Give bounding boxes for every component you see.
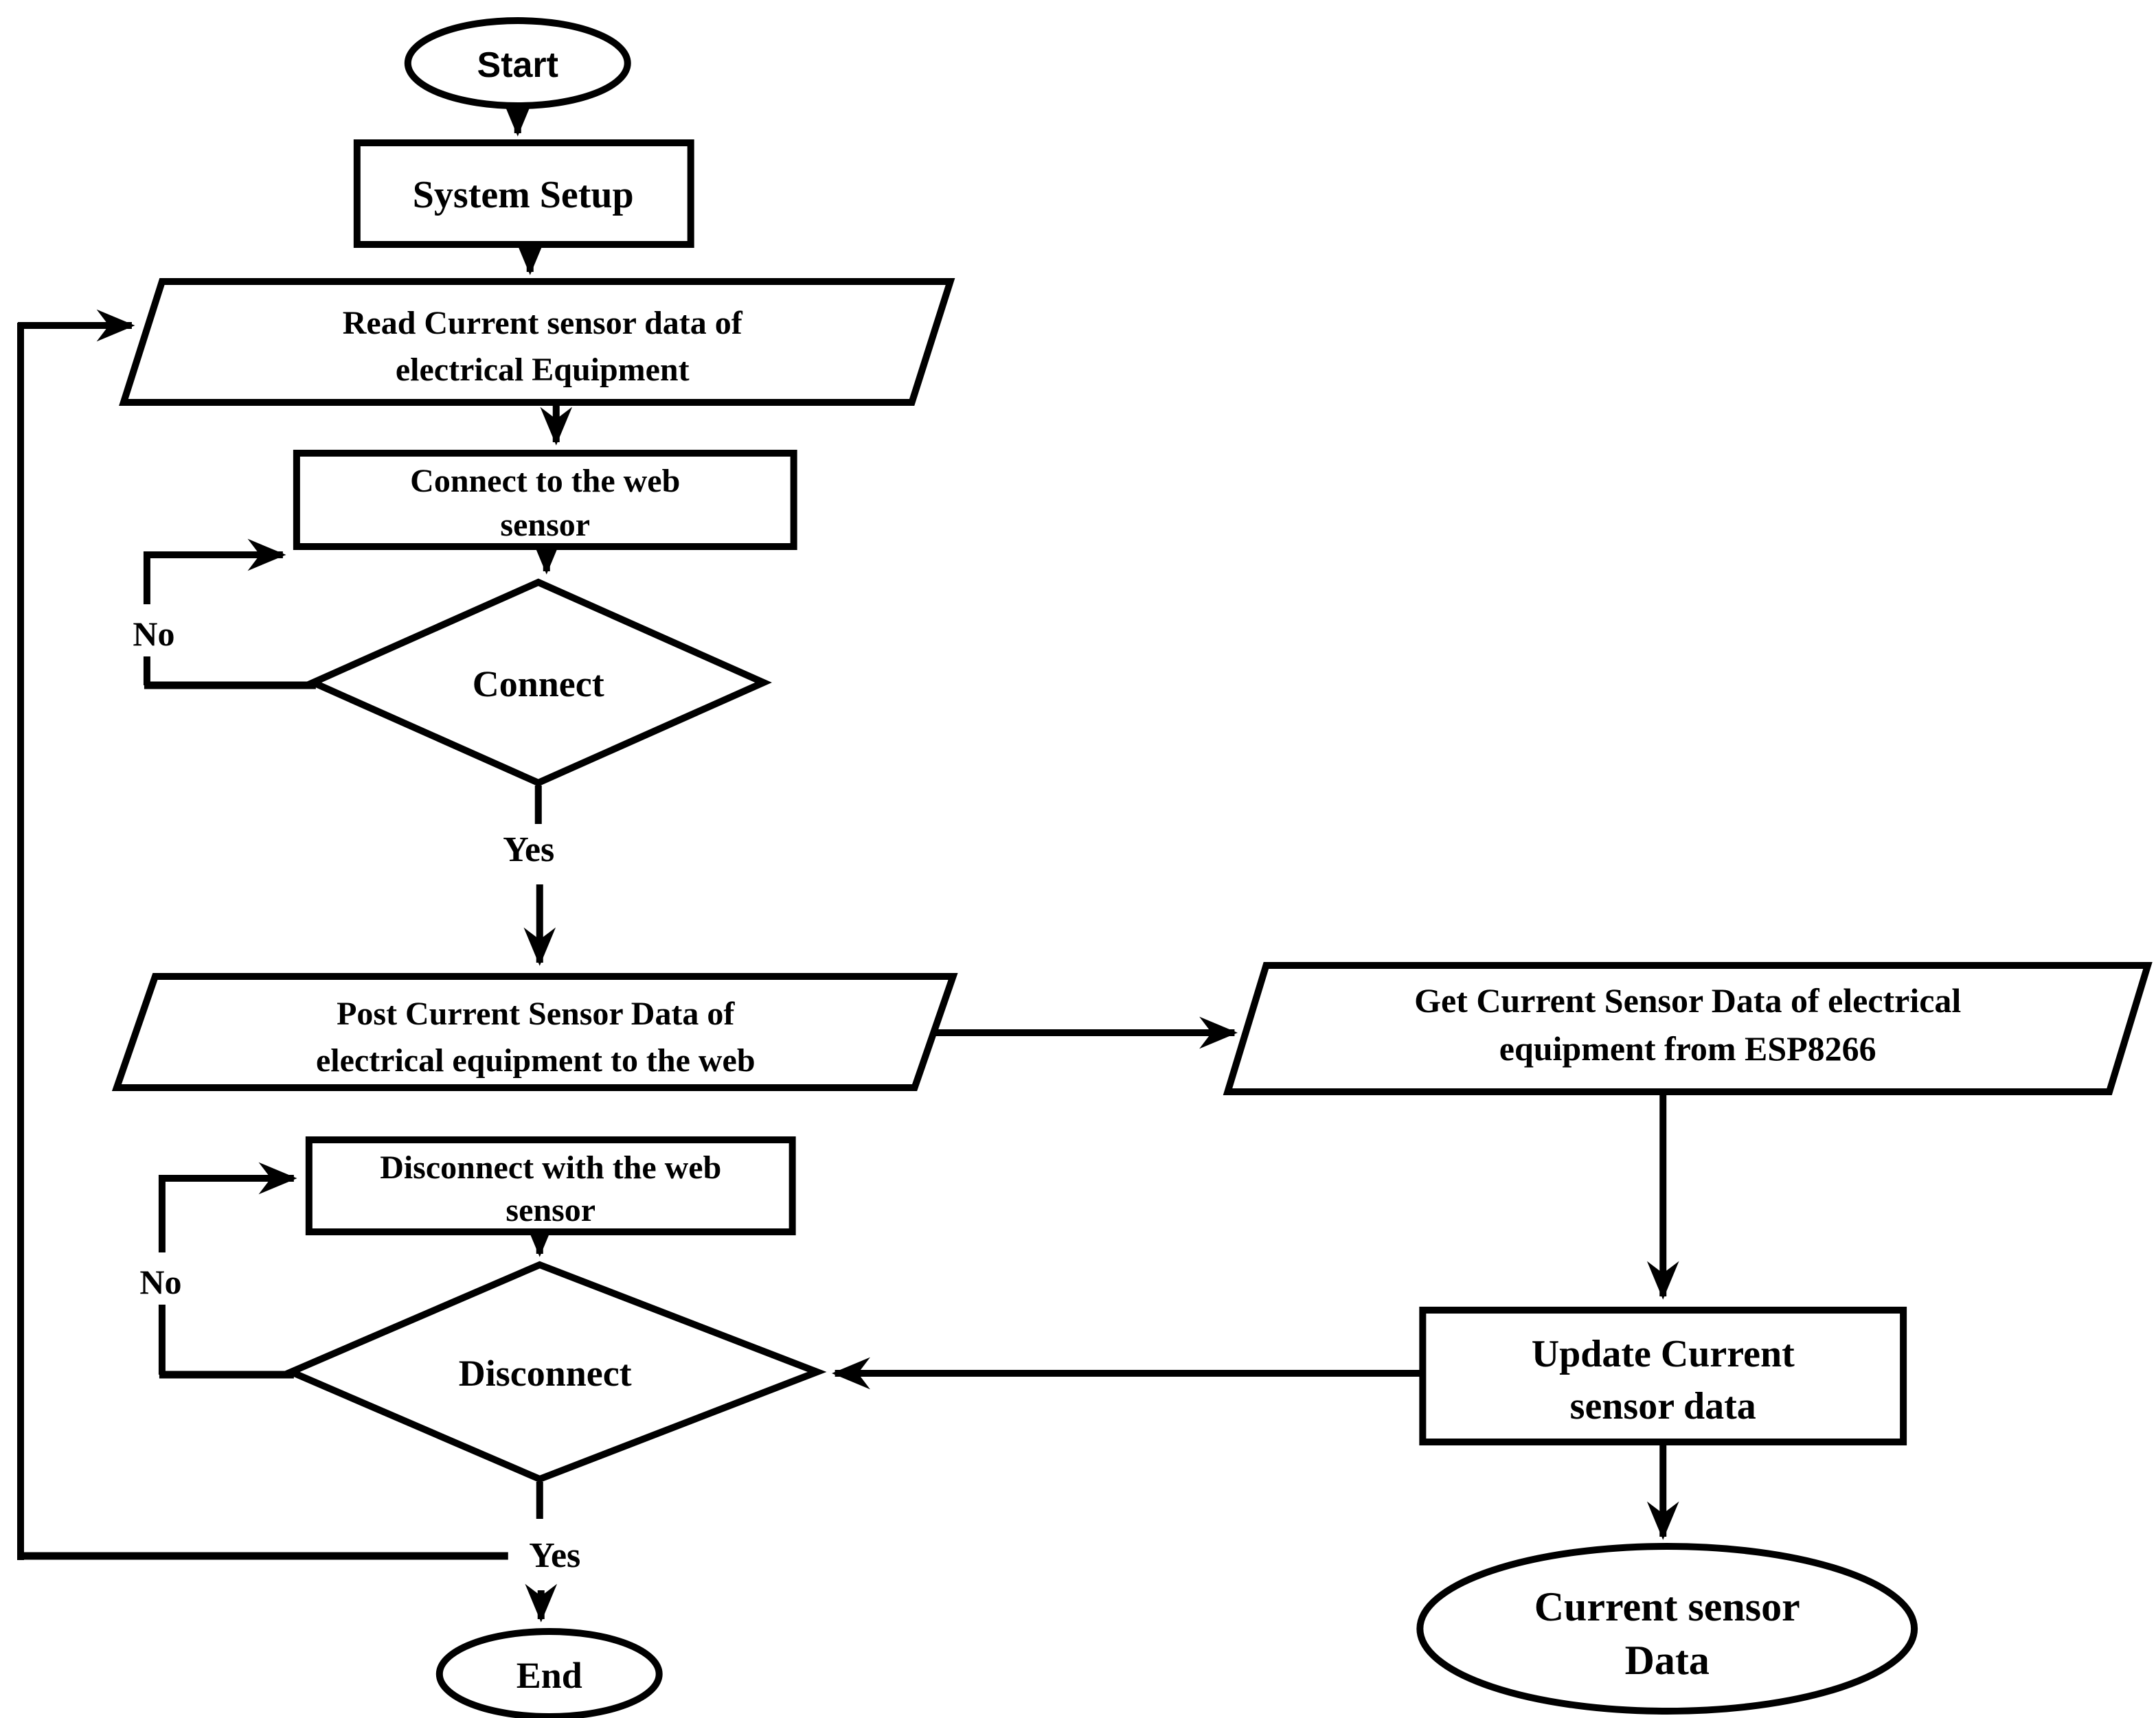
edge-disconnect-no-return (158, 1162, 297, 1375)
connect-yes-label: Yes (503, 830, 554, 869)
start-shape (404, 17, 631, 109)
system-setup-shape (353, 139, 694, 248)
disconnect-decision-label: Disconnect (459, 1353, 632, 1394)
nodes: Start System Setup Read Current sensor d… (111, 17, 2153, 1718)
get-data-shape (1223, 962, 2153, 1095)
get-data-line1: Get Current Sensor Data of electrical (1414, 981, 1961, 1020)
sensor-data-output-shape (1416, 1543, 1918, 1715)
flowchart-root: Start System Setup Read Current sensor d… (16, 17, 2153, 1718)
node-update-data: Update Current sensor data (1419, 1307, 1907, 1445)
node-start: Start (404, 17, 631, 109)
disconnect-no-label-bg (120, 1252, 201, 1305)
sensor-data-output-line1: Current sensor (1534, 1584, 1800, 1629)
disconnect-web-line2: sensor (506, 1192, 595, 1228)
node-read-sensor: Read Current sensor data of electrical E… (119, 278, 955, 406)
connect-web-shape (293, 450, 797, 550)
system-setup-label: System Setup (413, 174, 634, 216)
node-connect-decision: Connect (304, 578, 772, 787)
node-sensor-data-output: Current sensor Data (1416, 1543, 1918, 1715)
disconnect-web-shape (305, 1136, 796, 1235)
connect-decision-shape (304, 578, 772, 787)
connect-web-line1: Connect to the web (410, 463, 680, 499)
disconnect-decision-shape (282, 1261, 827, 1483)
connect-web-line2: sensor (500, 507, 590, 543)
node-disconnect-web: Disconnect with the web sensor (305, 1136, 796, 1235)
update-data-line2: sensor data (1570, 1385, 1756, 1428)
read-sensor-line1: Read Current sensor data of (343, 305, 743, 341)
node-disconnect-decision: Disconnect (282, 1261, 827, 1483)
node-connect-web: Connect to the web sensor (293, 450, 797, 550)
post-data-shape (111, 973, 958, 1091)
start-label: Start (477, 45, 558, 85)
update-data-line1: Update Current (1532, 1333, 1795, 1375)
disconnect-yes-label-bg (510, 1527, 599, 1577)
connect-no-label-bg (115, 604, 192, 656)
disconnect-yes-label: Yes (529, 1536, 580, 1575)
end-label: End (517, 1655, 582, 1696)
get-data-line2: equipment from ESP8266 (1499, 1029, 1876, 1068)
disconnect-no-label: No (139, 1263, 181, 1301)
post-data-line1: Post Current Sensor Data of (337, 996, 735, 1032)
update-data-shape (1419, 1307, 1907, 1445)
edges (16, 98, 1679, 1623)
connect-no-label: No (133, 615, 174, 653)
node-end: End (435, 1628, 663, 1718)
node-system-setup: System Setup (353, 139, 694, 248)
node-post-data: Post Current Sensor Data of electrical e… (111, 973, 958, 1091)
connect-decision-label: Connect (473, 663, 604, 705)
read-sensor-shape (119, 278, 955, 406)
disconnect-web-line1: Disconnect with the web (380, 1149, 721, 1186)
edge-labels: No Yes No Yes (115, 604, 599, 1577)
end-shape (435, 1628, 663, 1718)
post-data-line2: electrical equipment to the web (316, 1042, 756, 1079)
read-sensor-line2: electrical Equipment (396, 352, 690, 388)
sensor-data-output-line2: Data (1625, 1638, 1710, 1683)
node-get-data: Get Current Sensor Data of electrical eq… (1223, 962, 2153, 1095)
